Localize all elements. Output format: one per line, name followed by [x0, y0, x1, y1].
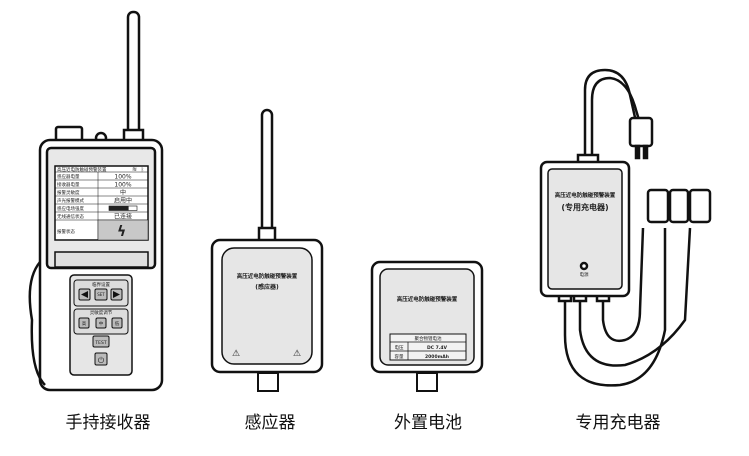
sensor-connector — [257, 372, 279, 392]
screen-row-value: 已连接 — [114, 213, 132, 221]
caption-charger: 专用充电器 — [575, 413, 661, 433]
alarm-status-indicator — [97, 219, 149, 241]
sensor-antenna — [260, 108, 274, 242]
power-icon: ⏻ — [98, 356, 105, 365]
external-battery — [370, 260, 484, 392]
sensitivity-high-button[interactable] — [78, 317, 90, 329]
mid-label: 中 — [99, 320, 104, 327]
handheld-receiver — [28, 10, 164, 392]
high-label: 高 — [82, 320, 87, 327]
threshold-setting-label: 临界设置 — [92, 281, 110, 288]
alarm-status-label: 报警状态 — [57, 228, 75, 235]
sensor-device-name: 高压近电防触碰预警装置 — [237, 272, 298, 280]
caption-battery: 外置电池 — [394, 413, 462, 433]
battery-device-name: 高压近电防触碰预警装置 — [397, 295, 458, 303]
voltage-value: DC 7.4V — [427, 345, 448, 351]
screen-row-label: 无线通信状态 — [57, 213, 84, 220]
power-plug — [628, 116, 654, 148]
low-label: 低 — [115, 320, 120, 327]
set-label: SET — [97, 292, 105, 297]
power-button[interactable] — [94, 352, 108, 366]
screen-row-value: 100% — [114, 174, 131, 181]
sensitivity-mid-button[interactable] — [95, 317, 107, 329]
receiver-antenna — [126, 10, 141, 144]
field-strength-fill — [109, 206, 129, 211]
screen-row-label: 声光报警模式 — [57, 197, 84, 204]
power-indicator-led — [579, 261, 589, 271]
test-button[interactable] — [92, 335, 110, 348]
sensor-label: (感应器) — [255, 283, 279, 291]
sensor — [210, 108, 324, 392]
test-label: TEST — [94, 340, 106, 346]
screen-row-value: 启用中 — [114, 197, 132, 205]
bluetooth-icon: ᛒ — [141, 167, 144, 173]
charger-label: (专用充电器) — [561, 202, 608, 212]
wifi-icon: ≋ — [132, 166, 137, 173]
battery-connector — [416, 372, 438, 392]
screen-row-value: 中 — [120, 189, 126, 197]
sensitivity-label: 灵敏度调节 — [90, 309, 113, 316]
charger-output-connector — [688, 188, 712, 224]
warning-icon: ⚠ — [232, 349, 240, 359]
screen-title: 高压近电防触碰预警装置 — [57, 166, 107, 173]
screen-row-label: 报警灵敏度 — [57, 189, 80, 196]
power-indicator-label: 电源 — [580, 271, 589, 278]
charger-device-name: 高压近电防触碰预警装置 — [555, 191, 616, 199]
capacity-value: 2000mAh — [425, 354, 449, 360]
screen-row-label: 感应电场强度 — [57, 205, 84, 212]
capacity-label: 容量 — [395, 353, 404, 360]
sensitivity-low-button[interactable] — [111, 317, 123, 329]
set-button[interactable] — [94, 288, 108, 301]
warning-icon: ⚠ — [293, 349, 301, 359]
screen-row-label: 接收器电量 — [57, 181, 80, 188]
caption-sensor: 感应器 — [244, 413, 296, 433]
charger-output-connector — [668, 188, 690, 224]
screen-row-label: 感应器电量 — [57, 173, 80, 180]
lightning-icon: ϟ — [117, 224, 126, 240]
screen-row-value: 100% — [114, 182, 131, 189]
caption-receiver: 手持接收器 — [65, 413, 151, 433]
charger-cables — [563, 68, 692, 387]
lanyard — [28, 261, 46, 386]
battery-spec-table — [389, 333, 467, 361]
battery-type: 聚合物锂电池 — [415, 335, 442, 342]
voltage-label: 电压 — [395, 344, 404, 351]
charger-output-connector — [646, 188, 670, 224]
